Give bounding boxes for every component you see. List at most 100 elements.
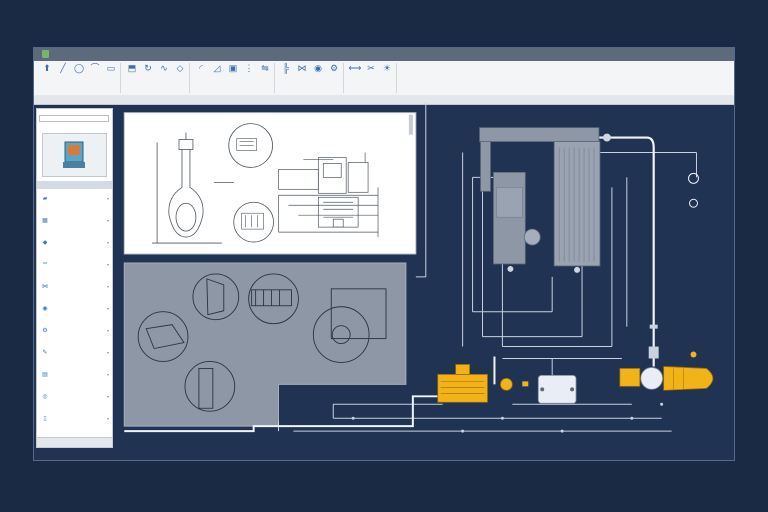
thumbnail-icon (63, 141, 85, 168)
chamfer-icon: ◿ (213, 63, 221, 73)
pipe-icon: ═ (42, 261, 48, 267)
circle-tool-button[interactable]: ◯ (73, 63, 85, 74)
assembly-icon: ▦ (42, 217, 48, 224)
ribbon-group4: ╠ ⋈ ◉ ⚙ (277, 63, 344, 93)
section-tool-button[interactable]: ✂ (365, 63, 377, 74)
loft-tool-button[interactable]: ◇ (174, 63, 186, 74)
drawing-sheet (123, 112, 417, 255)
pump-tool-button[interactable]: ◉ (312, 63, 324, 74)
valve-icon: ⋈ (297, 63, 307, 73)
chevron-down-icon[interactable]: ▾ (106, 305, 109, 311)
browser-search-input[interactable] (39, 115, 109, 122)
mirror-icon: ⇋ (261, 63, 269, 73)
browser-tree-item[interactable]: ⚙▾ (41, 325, 111, 335)
extrude-icon: ⬒ (127, 63, 137, 73)
fillet-tool-button[interactable]: ◜ (195, 63, 207, 74)
chevron-down-icon[interactable]: ▾ (106, 217, 109, 223)
pattern-tool-button[interactable]: ⋮ (243, 63, 255, 74)
measure-tool-button[interactable]: ⟷ (348, 63, 362, 74)
sensor-icon[interactable] (689, 198, 698, 208)
indicator-light (690, 351, 697, 358)
chevron-down-icon[interactable]: ▾ (106, 327, 109, 333)
detail-panel (123, 262, 407, 427)
valve-icon: ⋈ (42, 283, 48, 290)
drawing-icon: ▤ (42, 371, 48, 378)
pump-icon: ◉ (42, 305, 48, 312)
fillet-icon: ◜ (199, 63, 203, 73)
chevron-down-icon[interactable]: ▾ (106, 239, 109, 245)
browser-header (37, 181, 112, 189)
measure-icon: ⟷ (348, 63, 362, 73)
return-pipe (596, 136, 655, 367)
ribbon-group3: ◜ ◿ ▣ ⋮ ⇋ (192, 63, 275, 93)
ribbon-toolbar: ⬆ ╱ ◯ ⌒ ▭ ⬒ ↻ ∿ ◇ ◜ ◿ ▣ ⋮ ⇋ ╠ ⋈ ◉ ⚙ ⟷ ✂ ☀ (34, 61, 734, 96)
ribbon-group5: ⟷ ✂ ☀ (346, 63, 397, 93)
revolve-icon: ↻ (144, 63, 152, 73)
extrude-tool-button[interactable]: ⬒ (126, 63, 138, 74)
ribbon-group1: ⬆ ╱ ◯ ⌒ ▭ (38, 63, 121, 93)
loft-icon: ◇ (176, 63, 184, 73)
browser-tree-item[interactable]: ⋈▾ (41, 281, 111, 291)
chevron-down-icon[interactable]: ▾ (106, 371, 109, 377)
shell-tool-button[interactable]: ▣ (227, 63, 239, 74)
arc-icon: ⌒ (90, 63, 100, 73)
tank-icon: ▯ (43, 415, 47, 422)
sheet-scrollbar[interactable] (408, 114, 413, 135)
ribbon-group-labels (34, 95, 734, 105)
browser-tree-item[interactable]: ═▾ (41, 259, 111, 269)
title-bar (34, 48, 734, 61)
valve-stem (649, 324, 658, 329)
browser-tree-item[interactable]: ◆▾ (41, 237, 111, 247)
valve-body[interactable] (648, 346, 659, 359)
browser-tree-item[interactable]: ▦▾ (41, 215, 111, 225)
chevron-down-icon[interactable]: ▾ (106, 195, 109, 201)
drawing-canvas (123, 102, 714, 433)
sweep-icon: ∿ (160, 63, 168, 73)
motor-icon: ⚙ (329, 63, 339, 73)
browser-tree-item[interactable]: ▤▾ (41, 369, 111, 379)
model-browser-panel: ▰▾▦▾◆▾═▾⋈▾◉▾⚙▾✎▾▤▾◎▾▯▾ (36, 108, 113, 448)
ribbon-groups: ⬆ ╱ ◯ ⌒ ▭ ⬒ ↻ ∿ ◇ ◜ ◿ ▣ ⋮ ⇋ ╠ ⋈ ◉ ⚙ ⟷ ✂ ☀ (38, 63, 397, 93)
chevron-down-icon[interactable]: ▾ (106, 349, 109, 355)
section-icon: ✂ (367, 63, 375, 73)
yellow-valve[interactable] (500, 377, 513, 391)
chevron-down-icon[interactable]: ▾ (106, 393, 109, 399)
gauge-icon[interactable] (688, 172, 699, 184)
line-tool-button[interactable]: ╱ (57, 63, 69, 74)
mirror-tool-button[interactable]: ⇋ (259, 63, 271, 74)
yellow-pump[interactable] (437, 364, 488, 403)
cursor-tool-button[interactable]: ⬆ (41, 63, 53, 74)
shell-icon: ▣ (228, 63, 238, 73)
valve-tool-button[interactable]: ⋈ (296, 63, 308, 74)
pipe-tool-button[interactable]: ╠ (280, 63, 292, 74)
coupling (522, 381, 529, 387)
chevron-down-icon[interactable]: ▾ (106, 283, 109, 289)
chevron-down-icon[interactable]: ▾ (106, 415, 109, 421)
model-thumbnail (42, 133, 107, 177)
browser-tree-item[interactable]: ▯▾ (41, 413, 111, 423)
motor-tool-button[interactable]: ⚙ (328, 63, 340, 74)
folder-icon: ▰ (42, 195, 48, 202)
sketch-icon: ✎ (42, 349, 48, 356)
yellow-motor[interactable] (619, 366, 714, 391)
browser-tree-item[interactable]: ▰▾ (41, 193, 111, 203)
chamfer-tool-button[interactable]: ◿ (211, 63, 223, 74)
rectangle-tool-button[interactable]: ▭ (105, 63, 117, 74)
app-logo-icon (42, 50, 49, 58)
cad-window: ⬆╱◯⌒▭⬒↻∿◇◜◿▣⋮⇋╠⋈◉⚙⟷✂☀ ▰▾▦▾◆▾═▾⋈▾◉▾⚙▾✎▾▤▾… (33, 47, 735, 461)
pipe-icon: ╠ (282, 63, 290, 73)
browser-footer (37, 437, 112, 447)
pump-icon: ◉ (314, 63, 322, 73)
part-icon: ◆ (42, 239, 48, 246)
browser-tree-item[interactable]: ✎▾ (41, 347, 111, 357)
motor-icon: ⚙ (42, 327, 48, 334)
render-tool-button[interactable]: ☀ (381, 63, 393, 74)
chevron-down-icon[interactable]: ▾ (106, 261, 109, 267)
arc-tool-button[interactable]: ⌒ (89, 63, 101, 74)
revolve-tool-button[interactable]: ↻ (142, 63, 154, 74)
browser-tree-item[interactable]: ◎▾ (41, 391, 111, 401)
control-unit[interactable] (537, 375, 577, 404)
browser-tree-item[interactable]: ◉▾ (41, 303, 111, 313)
sweep-tool-button[interactable]: ∿ (158, 63, 170, 74)
circle-icon: ◯ (73, 63, 85, 73)
